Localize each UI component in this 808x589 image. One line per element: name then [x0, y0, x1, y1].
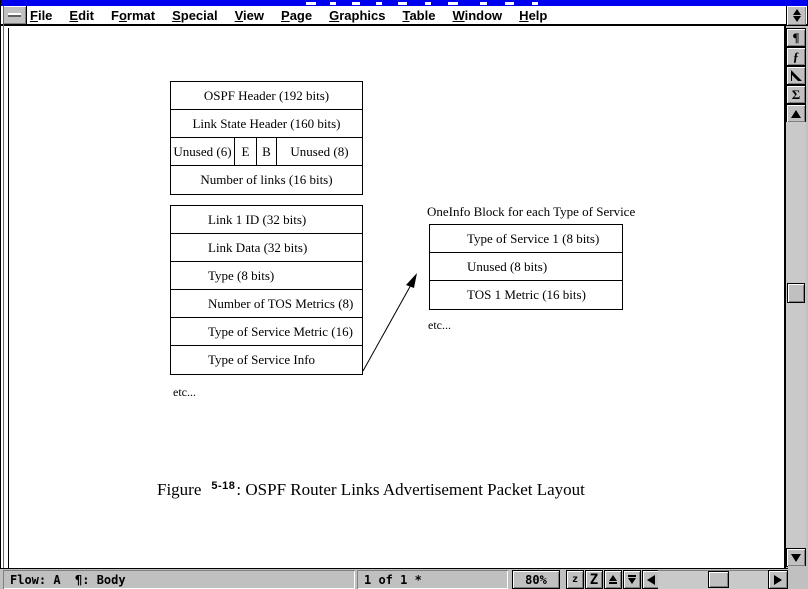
control-menu-icon	[7, 13, 21, 17]
title-bar	[0, 0, 808, 6]
menu-window[interactable]: Window	[452, 7, 503, 23]
equations-button[interactable]: Σ	[786, 85, 806, 104]
packet-row: Link 1 ID (32 bits)	[171, 206, 362, 234]
menu-table[interactable]: Table	[402, 7, 436, 23]
restore-up-icon	[792, 9, 801, 15]
status-bar: Flow: A ¶: Body 1 of 1 * 80% z Z	[0, 568, 808, 589]
menu-help[interactable]: Help	[519, 7, 548, 23]
document-border-left	[8, 28, 9, 568]
tos-block: Type of Service 1 (8 bits) Unused (8 bit…	[429, 224, 623, 310]
zoom-out-button[interactable]: z	[566, 570, 584, 589]
menu-page[interactable]: Page	[281, 7, 313, 23]
flag-cell: E	[234, 137, 256, 166]
packet-row: Type of Service Info	[208, 352, 316, 367]
flag-cell: Unused (6)	[173, 143, 232, 159]
page-indicator-panel: 1 of 1 *	[357, 570, 508, 589]
sigma-icon: Σ	[791, 86, 801, 102]
packet-row: Link State Header (160 bits)	[171, 110, 362, 138]
menu-special[interactable]: Special	[172, 7, 218, 23]
titlebar-text-remnant	[532, 2, 538, 5]
packet-row: OSPF Header (192 bits)	[171, 82, 362, 110]
arrow-up-icon	[791, 109, 801, 118]
titlebar-text-remnant	[398, 2, 407, 5]
packet-row: TOS 1 Metric (16 bits)	[467, 287, 586, 302]
titlebar-text-remnant	[330, 2, 336, 5]
character-f-icon: ƒ	[792, 48, 800, 64]
document-canvas[interactable]: OSPF Header (192 bits) Link State Header…	[9, 28, 784, 568]
titlebar-text-remnant	[352, 2, 360, 5]
packet-flag-row: Unused (6) E B Unused (8)	[171, 137, 362, 166]
next-page-button[interactable]	[623, 570, 641, 589]
packet-row: Number of TOS Metrics (8)	[171, 290, 362, 318]
page-up-icon	[609, 575, 617, 584]
menu-graphics[interactable]: Graphics	[329, 7, 386, 23]
paragraph-catalog-button[interactable]: ¶	[786, 28, 806, 47]
packet-row: Type of Service 1 (8 bits)	[430, 225, 622, 253]
packet-row: Type of Service Metric (16)	[171, 318, 362, 346]
flag-cell: Unused (8)	[276, 137, 362, 166]
figure-number: 5-18	[211, 480, 236, 492]
menu-view[interactable]: View	[234, 7, 265, 23]
pointer-arrow	[362, 273, 417, 372]
zoom-in-button[interactable]: Z	[585, 570, 603, 589]
flag-cell: B	[256, 137, 276, 166]
restore-down-icon	[792, 16, 801, 22]
arrow-left-icon	[647, 574, 655, 585]
tos-block-title: OneInfo Block for each Type of Service	[427, 204, 636, 219]
menu-file[interactable]: File	[30, 7, 53, 23]
arrow-right-icon	[774, 574, 782, 585]
arrow-down-icon	[791, 553, 801, 562]
packet-row: Unused (8 bits)	[430, 253, 622, 281]
packet-row: Number of links (16 bits)	[200, 172, 333, 187]
menu-items: File Edit Format Special View Page Graph…	[30, 6, 547, 24]
tools-palette-button[interactable]	[786, 66, 806, 85]
window-border-left	[0, 0, 1, 589]
tool-strip-separator	[784, 26, 786, 568]
titlebar-text-remnant	[306, 2, 316, 5]
titlebar-text-remnant	[425, 2, 431, 5]
packet-row: Link Data (32 bits)	[171, 234, 362, 262]
horizontal-scrollbar-thumb[interactable]	[708, 571, 729, 588]
hscroll-right-button[interactable]	[768, 570, 788, 589]
pilcrow-icon: ¶	[792, 29, 800, 45]
restore-window-button[interactable]	[786, 6, 806, 25]
vertical-scrollbar-track[interactable]	[786, 122, 806, 548]
previous-page-button[interactable]	[604, 570, 622, 589]
ospf-header-block: OSPF Header (192 bits) Link State Header…	[170, 81, 363, 195]
etc-label-left: etc...	[173, 385, 196, 399]
titlebar-text-remnant	[448, 2, 458, 5]
etc-label-right: etc...	[428, 318, 451, 332]
scrollbar-corner	[788, 566, 808, 589]
page-down-icon	[628, 575, 636, 584]
packet-row: Type (8 bits)	[171, 262, 362, 290]
menu-edit[interactable]: Edit	[69, 7, 94, 23]
menu-format[interactable]: Format	[110, 7, 156, 23]
vscroll-down-button[interactable]	[786, 548, 806, 567]
vscroll-up-button[interactable]	[786, 104, 806, 123]
menu-bar	[0, 6, 808, 26]
control-menu-button[interactable]	[2, 6, 27, 25]
zoom-level-button[interactable]: 80%	[512, 570, 560, 589]
character-catalog-button[interactable]: ƒ	[786, 47, 806, 66]
titlebar-text-remnant	[376, 2, 382, 5]
vertical-scrollbar-thumb[interactable]	[787, 283, 805, 303]
titlebar-text-remnant	[480, 2, 487, 5]
window-border-accent	[3, 6, 4, 589]
flow-status-panel: Flow: A ¶: Body	[3, 570, 355, 589]
titlebar-text-remnant	[505, 2, 514, 5]
link-block: Link 1 ID (32 bits) Link Data (32 bits) …	[170, 205, 363, 375]
